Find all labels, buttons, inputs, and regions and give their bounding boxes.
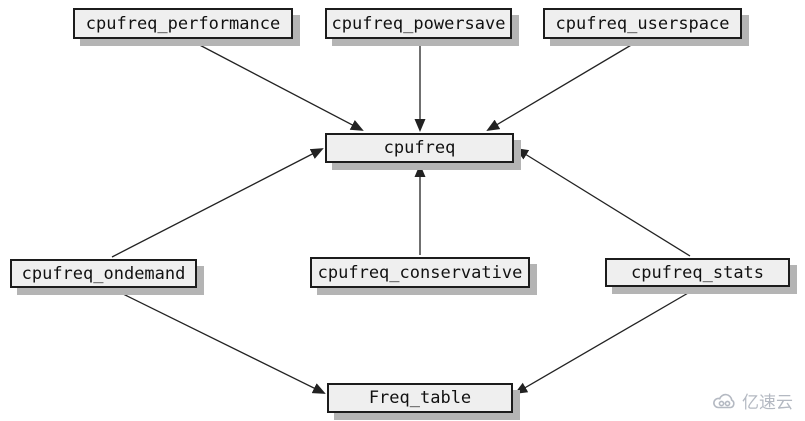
node-cpufreq: cpufreq [325,133,514,163]
edge-stats-to-freqtable [514,288,696,395]
node-cpufreq-ondemand: cpufreq_ondemand [10,259,197,288]
edge-performance-to-cpufreq [191,40,364,131]
node-label: cpufreq_userspace [555,13,730,34]
edge-ondemand-to-cpufreq [111,148,324,258]
node-cpufreq-powersave: cpufreq_powersave [325,8,512,39]
node-label: cpufreq_ondemand [21,263,186,284]
node-cpufreq-userspace: cpufreq_userspace [543,8,742,39]
cloud-logo-icon [712,391,738,411]
node-label: cpufreq [383,138,456,158]
node-label: Freq_table [368,388,472,408]
node-label: cpufreq_conservative [317,262,523,283]
node-cpufreq-performance: cpufreq_performance [73,8,293,39]
node-cpufreq-conservative: cpufreq_conservative [310,257,530,288]
node-freq-table: Freq_table [327,383,513,413]
edge-stats-to-cpufreq [515,147,691,257]
node-label: cpufreq_powersave [331,13,506,34]
node-label: cpufreq_stats [630,262,765,283]
watermark-text: 亿速云 [742,393,793,413]
node-label: cpufreq_performance [85,13,281,34]
edge-ondemand-to-freqtable [114,289,326,394]
node-cpufreq-stats: cpufreq_stats [605,258,790,287]
edge-userspace-to-cpufreq [486,40,639,132]
watermark: 亿速云 [712,388,793,413]
